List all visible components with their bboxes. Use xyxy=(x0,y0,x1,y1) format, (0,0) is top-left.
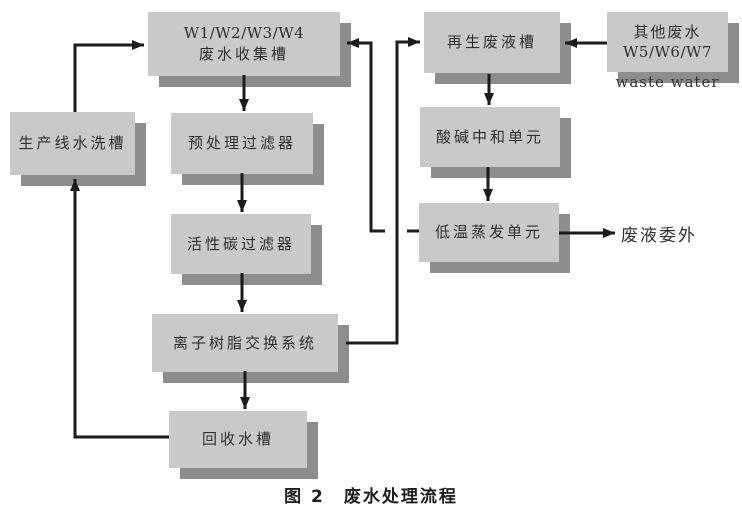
node-acid-base-neutralization-unit: 酸碱中和单元 xyxy=(420,107,560,167)
node-production-line-washing-tank: 生产线水洗槽 xyxy=(10,112,135,175)
node-label: 废水收集槽 xyxy=(198,45,289,63)
label-waste-water: waste water xyxy=(615,73,720,91)
node-other-wastewater: 其他废水 W5/W6/W7 xyxy=(607,12,728,72)
node-label: W5/W6/W7 xyxy=(623,43,712,61)
node-label: W1/W2/W3/W4 xyxy=(183,24,305,42)
node-activated-carbon-filter: 活性碳过滤器 xyxy=(171,214,311,274)
node-label: 回收水槽 xyxy=(201,430,274,448)
node-regenerated-waste-liquid-tank: 再生废液槽 xyxy=(424,12,560,73)
node-label: 预处理过滤器 xyxy=(187,134,296,152)
connector-washing-to-collect xyxy=(73,40,144,112)
node-wastewater-collection-tank: W1/W2/W3/W4 废水收集槽 xyxy=(148,12,340,76)
figure-caption: 图 2 废水处理流程 xyxy=(284,487,458,507)
node-label: 离子树脂交换系统 xyxy=(172,333,317,352)
node-label: 其他废水 xyxy=(633,23,702,41)
node-label: 再生废液槽 xyxy=(446,33,537,51)
node-ion-exchange-system: 离子树脂交换系统 xyxy=(152,314,338,372)
label-waste-liquid-outsourced: 废液委外 xyxy=(621,226,697,246)
connector-ion-to-regen xyxy=(346,37,420,345)
node-label: 生产线水洗槽 xyxy=(18,134,127,152)
node-label: 酸碱中和单元 xyxy=(435,127,544,146)
connector-evap-to-collect xyxy=(347,38,385,233)
node-label: 活性碳过滤器 xyxy=(186,234,295,253)
node-recycled-water-tank: 回收水槽 xyxy=(169,411,307,468)
node-label: 低温蒸发单元 xyxy=(434,223,543,241)
node-low-temp-evaporation-unit: 低温蒸发单元 xyxy=(419,203,559,262)
connector-recycle-to-washing xyxy=(70,179,169,439)
node-pretreatment-filter: 预处理过滤器 xyxy=(171,113,313,174)
